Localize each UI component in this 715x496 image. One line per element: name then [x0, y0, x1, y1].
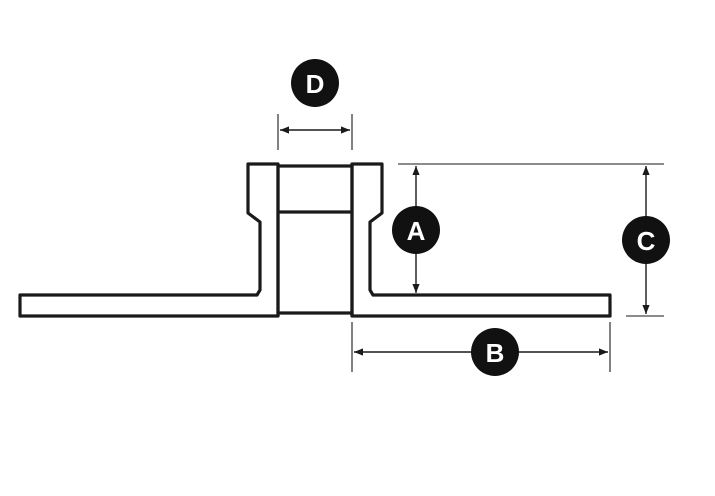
b-badge-label: B: [486, 338, 505, 368]
c-badge-label: C: [637, 226, 656, 256]
b-badge: [471, 328, 519, 376]
dimension-b: B: [351, 322, 611, 376]
profile-outline: [18, 162, 612, 318]
a-badge-label: A: [407, 216, 426, 246]
dimension-c: C: [622, 166, 670, 317]
dimension-d: D: [277, 59, 353, 150]
c-badge: [622, 216, 670, 264]
a-badge: [392, 206, 440, 254]
d-badge-label: D: [306, 69, 325, 99]
dimension-a: A: [392, 163, 664, 293]
d-badge: [291, 59, 339, 107]
